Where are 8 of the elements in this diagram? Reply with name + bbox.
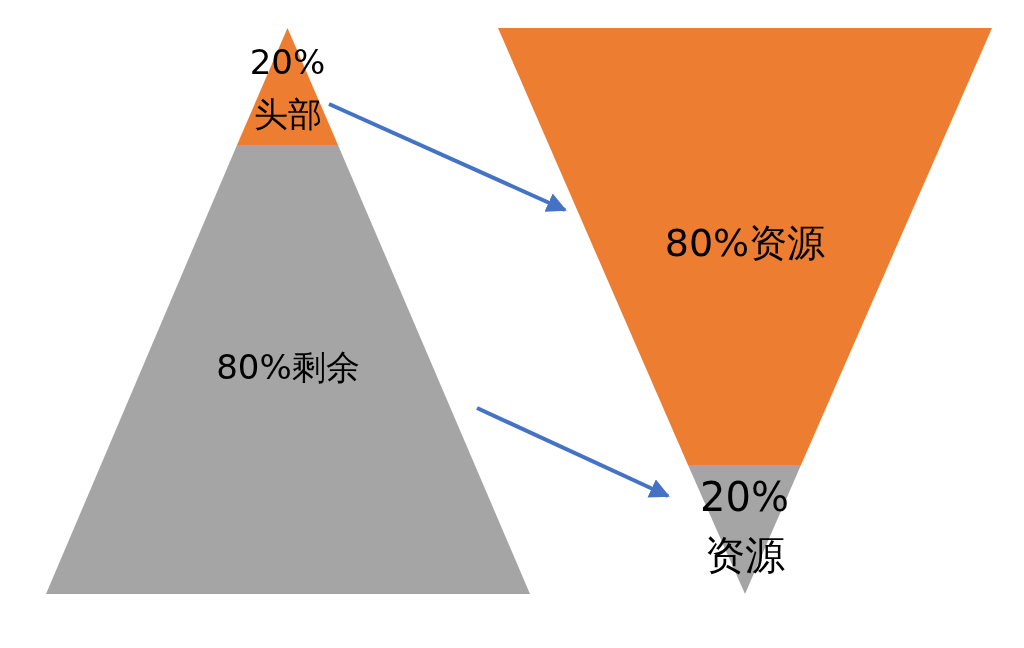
- funnel-segment: [498, 28, 992, 465]
- segment-label: 20%资源: [699, 473, 790, 580]
- arrow: [476, 406, 670, 498]
- arrow: [328, 102, 567, 212]
- segment-label: 80%剩余: [215, 346, 361, 389]
- segment-label: 80%资源: [663, 220, 827, 266]
- funnel-segment: [688, 465, 801, 594]
- pyramid-segment: [46, 145, 530, 594]
